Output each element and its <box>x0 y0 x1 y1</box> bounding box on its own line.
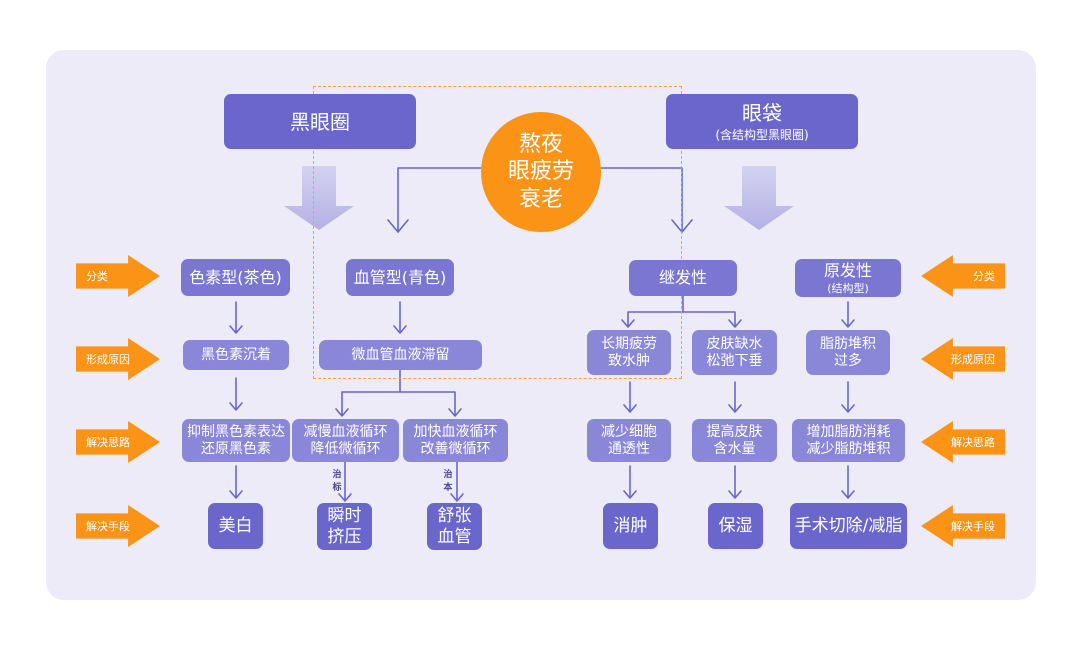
cause-skin-line2: 松弛下垂 <box>706 352 763 369</box>
note-symptom-2: 标 <box>332 483 342 493</box>
method-relax-line1: 舒张 <box>437 506 472 527</box>
overlap-dashed-frame <box>313 86 682 379</box>
method-squeeze-line1: 瞬时 <box>327 506 362 527</box>
solution-pigment: 抑制黑色素表达 还原黑色素 <box>182 419 290 462</box>
row-tag-solution-left-text: 解决思路 <box>86 436 130 449</box>
method-surgery: 手术切除/减脂 <box>790 503 907 549</box>
method-whiten: 美白 <box>208 503 263 549</box>
method-moisturize-label: 保湿 <box>718 515 753 536</box>
row-tag-method-left-text: 解决手段 <box>86 520 130 533</box>
header-eye-bags-label: 眼袋 <box>742 100 782 125</box>
method-moisturize: 保湿 <box>708 503 763 549</box>
cause-fatigue-line2: 致水肿 <box>608 352 650 369</box>
category-vascular-label: 血管型(青色) <box>353 267 447 287</box>
cause-vascular-label: 微血管血液滞留 <box>351 346 450 363</box>
method-squeeze-line2: 挤压 <box>327 526 362 547</box>
row-tag-cause-right-text: 形成原因 <box>951 353 995 366</box>
row-tag-category-left-text: 分类 <box>86 270 108 283</box>
cause-fatigue-line1: 长期疲劳 <box>601 335 657 352</box>
cause-skin: 皮肤缺水 松弛下垂 <box>692 330 777 375</box>
solution-slow-line1: 减慢血液循环 <box>303 423 388 440</box>
cause-skin-line1: 皮肤缺水 <box>706 335 763 352</box>
cause-pigment-label: 黑色素沉着 <box>201 346 271 363</box>
solution-fast-circulation: 加快血液循环 改善微循环 <box>403 419 508 462</box>
cause-fat-line1: 脂肪堆积 <box>820 335 876 352</box>
note-symptom: 治 标 <box>331 467 343 493</box>
method-swelling: 消肿 <box>603 503 658 549</box>
category-primary-label: 原发性 <box>823 260 872 280</box>
category-pigment-label: 色素型(茶色) <box>189 267 282 287</box>
category-vascular: 血管型(青色) <box>346 259 454 296</box>
branch-left-head <box>387 219 409 233</box>
category-primary: 原发性 (结构型) <box>795 259 901 297</box>
solution-slow-circulation: 减慢血液循环 降低微循环 <box>292 419 399 462</box>
solution-moist: 提高皮肤 含水量 <box>692 419 777 462</box>
solution-moist-line1: 提高皮肤 <box>706 423 763 440</box>
row-tag-solution-right-text: 解决思路 <box>951 436 995 449</box>
note-root-2: 本 <box>443 483 453 493</box>
solution-moist-line2: 含水量 <box>713 440 756 457</box>
solution-slow-line2: 降低微循环 <box>310 440 381 457</box>
method-surgery-label: 手术切除/减脂 <box>794 515 903 536</box>
branch-right-head <box>671 219 693 233</box>
solution-fat: 增加脂肪消耗 减少脂肪堆积 <box>792 419 905 462</box>
method-squeeze: 瞬时 挤压 <box>317 503 372 550</box>
solution-cell: 减少细胞 通透性 <box>587 419 671 462</box>
solution-fat-line1: 增加脂肪消耗 <box>806 423 891 440</box>
method-relax-line2: 血管 <box>437 526 472 547</box>
center-line-1: 熬夜 <box>518 131 563 157</box>
note-root: 治 本 <box>442 467 454 493</box>
header-dark-circles-label: 黑眼圈 <box>290 109 350 134</box>
row-tag-cause-left-text: 形成原因 <box>86 353 130 366</box>
note-symptom-1: 治 <box>332 470 342 480</box>
solution-pigment-line1: 抑制黑色素表达 <box>187 423 285 440</box>
method-swelling-label: 消肿 <box>613 515 648 536</box>
center-line-2: 眼疲劳 <box>507 159 574 185</box>
cause-fat: 脂肪堆积 过多 <box>806 330 890 375</box>
method-whiten-label: 美白 <box>218 515 253 536</box>
header-dark-circles: 黑眼圈 <box>224 94 416 149</box>
note-root-1: 治 <box>443 470 453 480</box>
solution-cell-line2: 通透性 <box>608 440 650 457</box>
big-arrow-left <box>284 166 354 230</box>
header-eye-bags: 眼袋 (含结构型黑眼圈) <box>666 94 858 149</box>
cause-pigment: 黑色素沉着 <box>183 340 289 370</box>
cause-vascular: 微血管血液滞留 <box>319 340 482 370</box>
category-primary-sub: (结构型) <box>827 282 869 295</box>
center-circle: 熬夜 眼疲劳 衰老 <box>481 112 601 232</box>
center-line-3: 衰老 <box>518 186 563 212</box>
cause-fat-line2: 过多 <box>834 352 862 369</box>
big-arrow-right <box>724 166 794 230</box>
cause-fatigue: 长期疲劳 致水肿 <box>587 330 671 375</box>
header-eye-bags-sub: (含结构型黑眼圈) <box>715 127 809 142</box>
branch-left <box>397 167 482 233</box>
solution-fast-line2: 改善微循环 <box>420 440 491 457</box>
solution-cell-line1: 减少细胞 <box>601 423 657 440</box>
solution-fat-line2: 减少脂肪堆积 <box>806 440 891 457</box>
row-tag-category-right-text: 分类 <box>973 270 995 283</box>
category-pigment: 色素型(茶色) <box>181 259 290 296</box>
solution-fast-line1: 加快血液循环 <box>413 423 498 440</box>
solution-pigment-line2: 还原黑色素 <box>201 440 271 457</box>
branch-right <box>600 167 683 233</box>
row-tag-method-right-text: 解决手段 <box>951 520 995 533</box>
category-secondary-label: 继发性 <box>658 268 707 288</box>
method-relax: 舒张 血管 <box>427 503 482 550</box>
category-secondary: 继发性 <box>629 260 737 296</box>
